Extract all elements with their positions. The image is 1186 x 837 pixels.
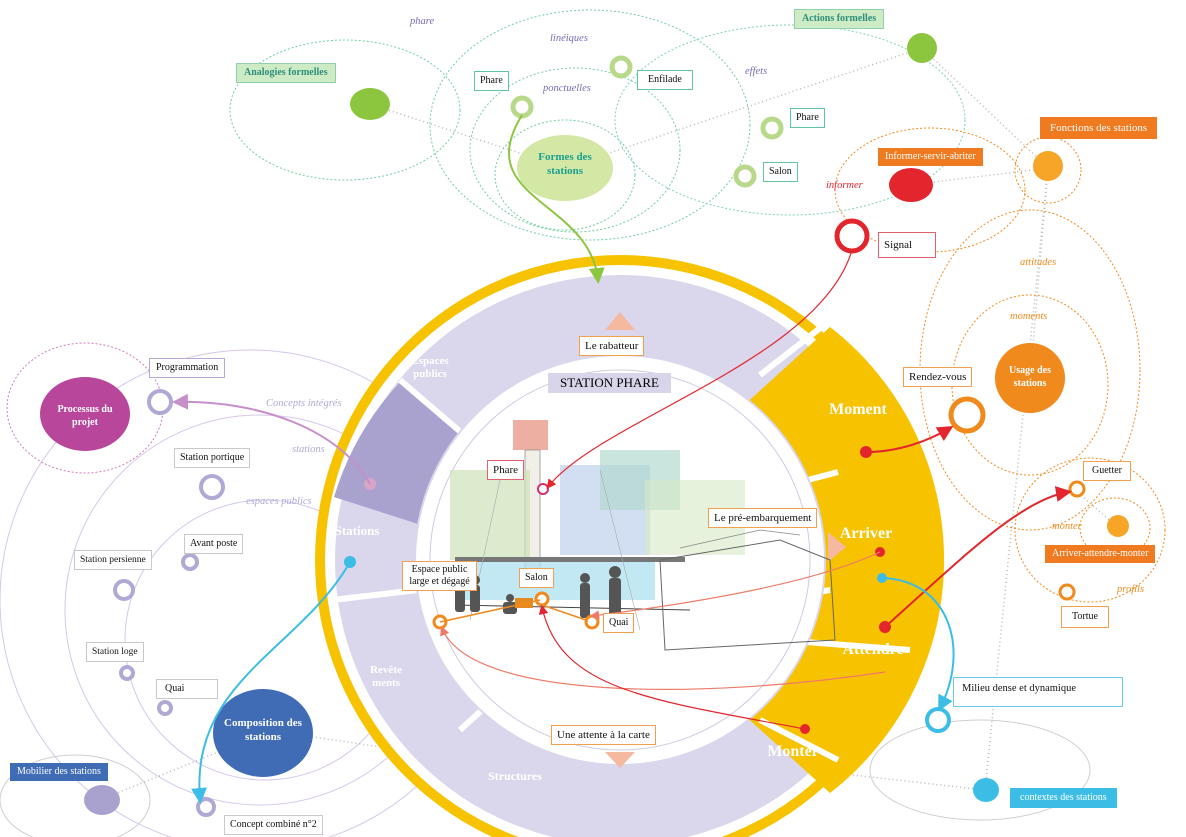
station-sketch	[450, 420, 836, 651]
moment-label: Moment	[829, 401, 887, 418]
rabatteur-box: Le rabatteur	[579, 336, 645, 356]
informer-tag: Informer-servir-abriter	[878, 148, 983, 166]
composition-hub-label: Composition des stations	[224, 717, 302, 743]
tortue-node	[1058, 583, 1076, 601]
bottom-triangle	[605, 752, 635, 768]
salon-tag: Salon	[519, 568, 554, 588]
station-loge-box: Station loge	[86, 642, 144, 662]
analogies-node	[350, 88, 390, 120]
arriver-attendre-monter-tag: Arriver-attendre-monter	[1045, 545, 1156, 563]
mobilier-tag: Mobilier des stations	[10, 763, 108, 781]
phare-orbit-label: phare	[410, 16, 435, 27]
effets-label: effets	[745, 66, 768, 77]
revetements-label: Revête ments	[370, 664, 402, 689]
guetter-node	[1068, 480, 1086, 498]
forms-arrow	[508, 114, 605, 284]
contextes-tag: contextes des stations	[1010, 788, 1117, 808]
station-title: STATION PHARE	[548, 373, 671, 393]
stations-label: Stations	[335, 523, 380, 538]
avant-poste-box: Avant poste	[184, 534, 244, 554]
quai-dot	[584, 614, 600, 630]
forms-orbits	[229, 9, 966, 241]
rendezvous-node	[948, 396, 986, 434]
actions-node	[907, 33, 937, 63]
signal-arrow	[546, 249, 853, 489]
stations-orbit-label: stations	[292, 444, 325, 455]
process-hub-node	[40, 377, 130, 451]
informer-node	[889, 168, 933, 202]
left-triangle	[398, 534, 412, 554]
enfilade-box: Enfilade	[637, 70, 693, 90]
forms-hub-label: Formes des stations	[538, 151, 592, 177]
attendre-label: Attendre	[842, 641, 903, 658]
context-arrow	[881, 577, 955, 712]
pre-embarquement-box: Le pré-embarquement	[708, 508, 818, 528]
arriver-label: Arriver	[840, 525, 892, 542]
salon-form-box: Salon	[763, 162, 798, 182]
usage-hub-label: Usage des stations	[1009, 365, 1051, 389]
usage-hub-node	[995, 343, 1065, 413]
attente-box: Une attente à la carte	[551, 725, 656, 745]
composition-arrow	[191, 561, 351, 804]
rendezvous-box: Rendez-vous	[903, 367, 973, 387]
structures-label: Structures	[488, 769, 542, 783]
process-arrow	[172, 393, 371, 485]
analogies-tag: Analogies formelles	[236, 63, 336, 83]
phare-tag: Phare	[487, 460, 525, 480]
context-orbit	[869, 719, 1091, 821]
salon-quai-link	[541, 604, 587, 621]
mobilier-orbit	[0, 754, 151, 837]
functions-tag: Fonctions des stations	[1040, 117, 1158, 139]
contextes-node	[973, 778, 999, 802]
quai-composition-box: Quai	[156, 679, 218, 699]
forms-ring-nodes	[510, 55, 784, 188]
arriver-arrow	[589, 551, 881, 620]
espaces-publics-orbit-label: espaces publics	[246, 496, 312, 507]
concept-combine-box: Concept combiné n°2	[224, 815, 323, 835]
milieu-box: Milieu dense et dynamique	[953, 677, 1123, 707]
actions-tag: Actions formelles	[794, 9, 885, 29]
attitudes-label: attitudes	[1020, 257, 1057, 268]
espace-salon-link	[439, 599, 541, 623]
process-hub-label: Processus du projet	[57, 404, 113, 428]
guetter-box: Guetter	[1083, 461, 1131, 481]
tortue-box: Tortue	[1061, 606, 1109, 628]
lineiques-label: linéiques	[550, 33, 588, 44]
espace-arrow	[440, 625, 886, 690]
function-orbits	[834, 127, 1166, 603]
informer-label: informer	[826, 180, 863, 191]
moment-arrow	[865, 425, 954, 453]
monter-usage-label: monter	[1052, 521, 1082, 532]
forms-hub-node	[517, 135, 613, 201]
monter-label: Monter	[767, 743, 819, 760]
station-portique-box: Station portique	[174, 448, 251, 468]
attendre-arrow	[884, 486, 1072, 628]
top-triangle	[605, 312, 635, 330]
milieu-node	[925, 707, 951, 733]
ponctuelles-label: ponctuelles	[543, 83, 591, 94]
signal-node	[834, 218, 870, 254]
programmation-box: Programmation	[149, 358, 226, 378]
profils-label: profils	[1117, 584, 1145, 595]
concepts-integres-label: Concepts intégrés	[266, 398, 342, 409]
phare-form-box: Phare	[474, 71, 509, 91]
espace-public-box: Espace public large et dégagé	[402, 561, 477, 591]
espaces-publics-label: Espaces publics	[411, 355, 449, 380]
quai-tag: Quai	[603, 613, 635, 633]
mobilier-node	[84, 785, 120, 815]
composition-hub-node	[213, 689, 313, 777]
right-triangle	[828, 532, 846, 562]
station-persienne-box: Station persienne	[74, 550, 152, 570]
functions-node	[1033, 151, 1063, 181]
phare-effect-box: Phare	[790, 108, 825, 128]
signal-box: Signal	[878, 232, 936, 258]
moments-label: moments	[1010, 311, 1048, 322]
composition-ring-nodes	[113, 389, 225, 817]
phare-dot	[537, 483, 549, 495]
salon-dot	[534, 591, 550, 607]
monter-arrow	[538, 604, 806, 730]
monter-node	[1107, 515, 1129, 537]
